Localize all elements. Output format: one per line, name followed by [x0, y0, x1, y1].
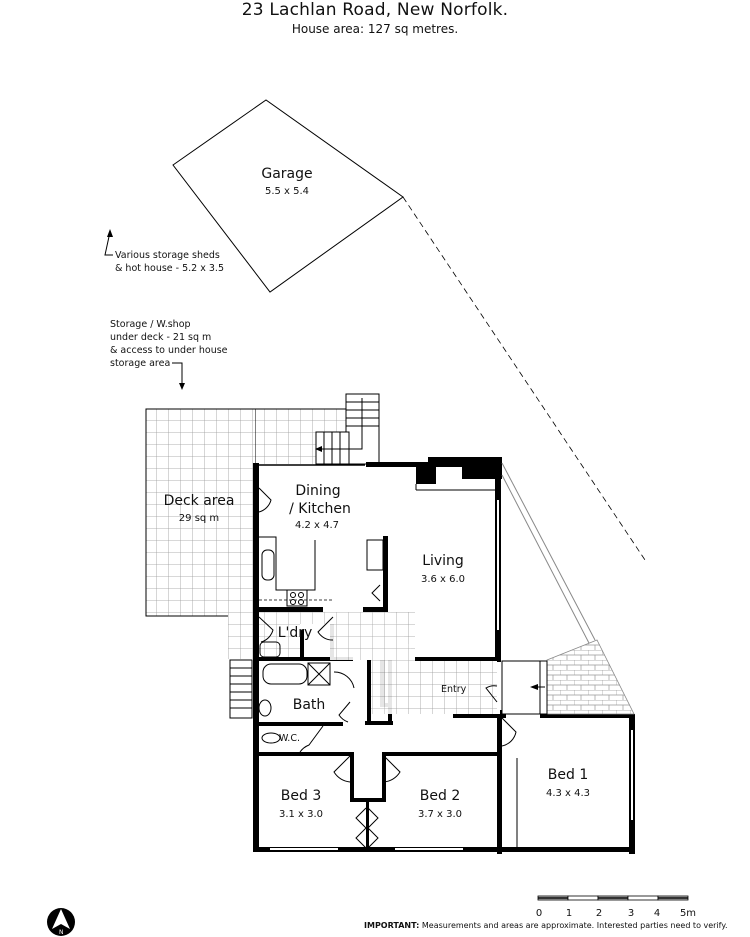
- scale-tick-4: 4: [654, 908, 660, 919]
- room-label-living: Living: [422, 553, 464, 569]
- scale-tick-1: 1: [566, 908, 572, 919]
- room-label-deck: Deck area: [164, 493, 235, 509]
- room-label-laundry: L'dry: [278, 625, 313, 641]
- room-dims-living: 3.6 x 6.0: [421, 574, 465, 585]
- room-label-bath: Bath: [293, 697, 326, 713]
- scale-tick-3: 3: [628, 908, 634, 919]
- room-label-bed1: Bed 1: [548, 767, 588, 783]
- disclaimer-label: IMPORTANT:: [364, 921, 420, 930]
- note-sheds-line2: & hot house - 5.2 x 3.5: [115, 263, 224, 274]
- scale-tick-2: 2: [596, 908, 602, 919]
- house-area: House area: 127 sq metres.: [291, 22, 459, 36]
- room-label-wc: W.C.: [279, 733, 300, 744]
- kitchen-fixtures: [259, 536, 333, 607]
- sheds-arrow-icon: [104, 229, 113, 256]
- room-label-dining: Dining: [295, 483, 340, 499]
- room-dims-garage: 5.5 x 5.4: [265, 186, 309, 197]
- compass-label: N: [59, 929, 64, 936]
- room-dims-bed2: 3.7 x 3.0: [418, 809, 462, 820]
- note-sheds-line1: Various storage sheds: [115, 250, 220, 261]
- page-title: 23 Lachlan Road, New Norfolk.: [241, 0, 509, 20]
- garage-outline: [172, 99, 646, 561]
- note-storage-line3: & access to under house: [110, 345, 228, 356]
- room-label-kitchen: / Kitchen: [289, 501, 351, 517]
- north-arrow-icon: [47, 908, 75, 936]
- scale-bar: [537, 895, 689, 901]
- room-label-bed2: Bed 2: [420, 788, 460, 804]
- note-storage-line1: Storage / W.shop: [110, 319, 191, 330]
- scale-tick-0: 0: [536, 908, 542, 919]
- note-storage-line4: storage area: [110, 358, 170, 369]
- bath-fixtures: [258, 641, 331, 744]
- doors: [258, 487, 517, 849]
- side-path: [501, 462, 635, 715]
- room-label-entry: Entry: [441, 684, 467, 695]
- laundry-tiles: [259, 612, 415, 714]
- note-storage-line2: under deck - 21 sq m: [110, 332, 211, 343]
- room-dims-bed1: 4.3 x 4.3: [546, 788, 590, 799]
- room-label-garage: Garage: [261, 166, 312, 182]
- room-label-bed3: Bed 3: [281, 788, 321, 804]
- deck-stairs: [315, 393, 380, 465]
- room-dims-dining-kitchen: 4.2 x 4.7: [295, 520, 339, 531]
- room-dims-deck: 29 sq m: [179, 513, 219, 524]
- entry-tiles: [392, 661, 497, 714]
- disclaimer-text: Measurements and areas are approximate. …: [421, 921, 728, 930]
- scale-tick-5: 5m: [680, 908, 696, 919]
- deck-area: [145, 408, 257, 617]
- side-stairs: [229, 659, 253, 719]
- storage-arrow-icon: [172, 362, 185, 390]
- disclaimer: IMPORTANT: Measurements and areas are ap…: [364, 921, 728, 930]
- room-dims-bed3: 3.1 x 3.0: [279, 809, 323, 820]
